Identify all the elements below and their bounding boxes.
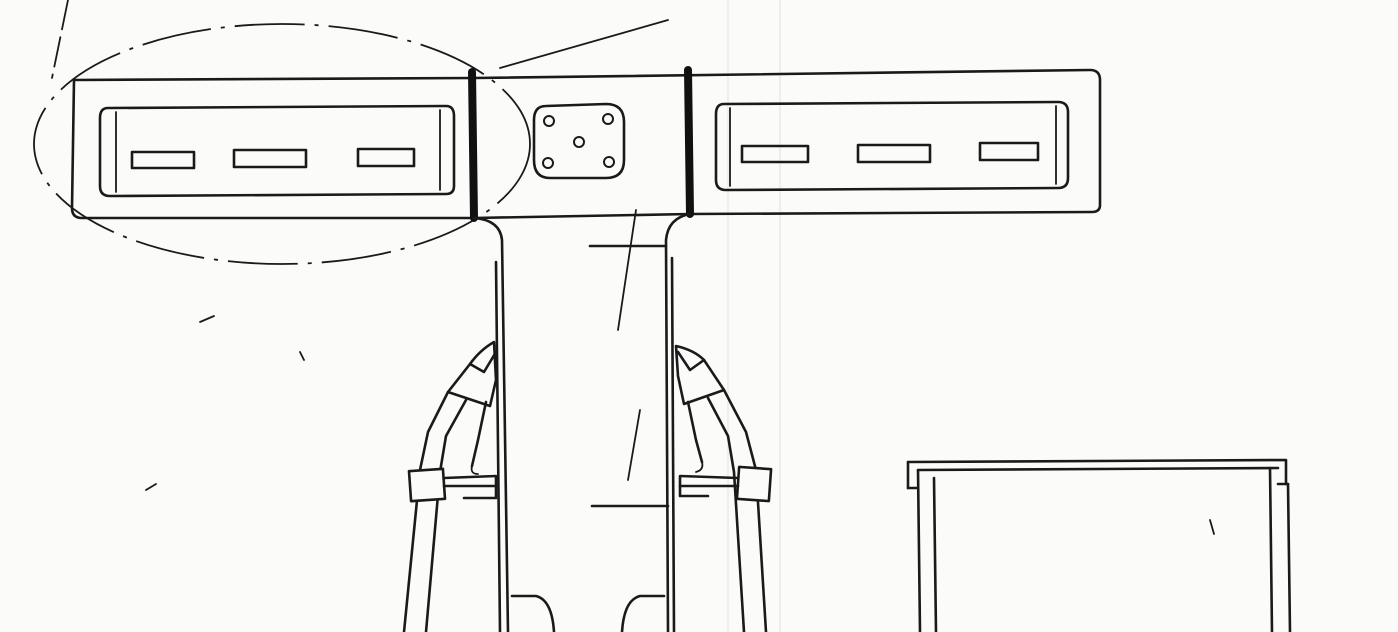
stem-bottom-notch-right: [620, 594, 666, 632]
left-arm-inner: [424, 398, 468, 632]
leader-line-left: [51, 0, 69, 79]
mounting-hole: [573, 136, 585, 148]
left-arm-rod: [470, 400, 488, 468]
scan-speck: [199, 315, 215, 323]
stem-left-edge: [472, 216, 510, 632]
stem-bottom-notch-left: [510, 594, 556, 632]
mounting-hole: [603, 156, 615, 168]
left-slot-3: [356, 147, 416, 168]
detail-callout-ellipse: [33, 23, 531, 265]
mounting-hole: [542, 157, 554, 169]
scan-speck: [1209, 519, 1215, 535]
left-slot-2: [232, 148, 308, 169]
scan-speck: [145, 483, 157, 491]
right-band-separator: [684, 66, 694, 218]
frame-inner-top: [916, 466, 1280, 472]
frame-right-inner: [1268, 466, 1274, 632]
stem-left-rail: [494, 260, 502, 632]
left-band-separator: [468, 68, 478, 222]
left-hinge-bracket: [446, 340, 498, 408]
crossbar-outline: [70, 68, 1102, 220]
right-slot-3: [978, 141, 1040, 162]
left-panel-outline: [98, 104, 456, 198]
right-arm-rod: [686, 400, 704, 464]
mounting-hole: [602, 113, 614, 125]
frame-left-inner: [932, 476, 938, 632]
left-slot-1: [130, 150, 196, 170]
right-panel-outline: [714, 100, 1070, 192]
right-arm-clamp: [735, 465, 773, 503]
right-slot-1: [740, 144, 810, 164]
frame-right-outer: [1286, 482, 1292, 632]
mounting-plate: [532, 102, 626, 180]
right-hinge-detail: [676, 350, 706, 372]
left-hinge-detail: [468, 350, 498, 374]
leader-line-top: [499, 19, 669, 69]
right-hinge-bracket: [674, 344, 726, 406]
scan-speck: [299, 351, 305, 361]
right-arm-outer: [722, 388, 768, 632]
frame-top-edge: [906, 458, 1288, 486]
left-arm-outer: [402, 390, 450, 632]
stem-right-edge: [664, 212, 692, 632]
right-arm-inner: [706, 396, 746, 632]
stem-right-rail: [670, 256, 676, 632]
stem-center-mark: [627, 409, 641, 481]
left-arm-rod-end: [470, 465, 479, 475]
frame-left-outer: [916, 468, 922, 632]
mounting-hole: [543, 115, 555, 127]
right-arm-rod-end: [695, 461, 704, 473]
stem-center-mark: [617, 209, 637, 331]
right-slot-2: [856, 143, 932, 164]
left-arm-clamp: [407, 467, 447, 503]
